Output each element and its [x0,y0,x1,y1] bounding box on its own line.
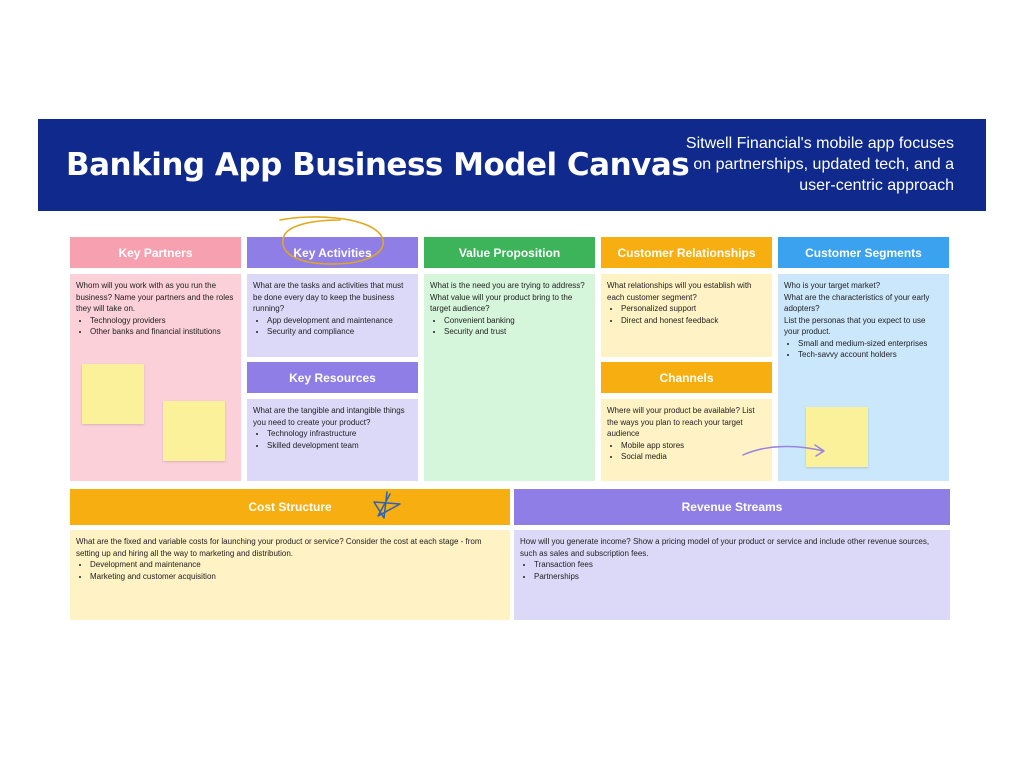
customer-segments-title: Customer Segments [805,245,922,260]
value-proposition-prompt: What is the need you are trying to addre… [430,281,585,313]
value-proposition-title: Value Proposition [458,245,561,260]
customer-segments-prompt-2: What are the characteristics of your ear… [784,292,930,314]
list-item: Small and medium-sized enterprises [798,338,943,350]
value-proposition-list: Convenient banking Security and trust [430,315,589,338]
key-activities-prompt: What are the tasks and activities that m… [253,281,404,313]
cost-structure-header: Cost Structure [70,489,510,525]
list-item: App development and maintenance [267,315,412,327]
list-item: Convenient banking [444,315,589,327]
list-item: Other banks and financial institutions [90,326,235,338]
key-partners-box[interactable]: Whom will you work with as you run the b… [70,274,241,481]
key-resources-list: Technology infrastructure Skilled develo… [253,428,412,451]
key-resources-box[interactable]: What are the tangible and intangible thi… [247,399,418,481]
value-proposition-box[interactable]: What is the need you are trying to addre… [424,274,595,481]
customer-segments-prompt-3: List the personas that you expect to use… [784,315,926,337]
value-proposition-header: Value Proposition [424,237,595,268]
title-banner: Banking App Business Model Canvas Sitwel… [38,119,986,211]
customer-relationships-title: Customer Relationships [617,245,756,260]
list-item: Marketing and customer acquisition [90,571,504,583]
revenue-streams-box[interactable]: How will you generate income? Show a pri… [514,530,950,620]
key-resources-prompt: What are the tangible and intangible thi… [253,406,405,427]
list-item: Technology providers [90,315,235,327]
customer-segments-header: Customer Segments [778,237,949,268]
page-subtitle: Sitwell Financial's mobile app focuses o… [685,135,954,194]
key-activities-header: Key Activities [247,237,418,268]
page-title: Banking App Business Model Canvas [66,147,690,183]
revenue-streams-title: Revenue Streams [681,500,783,514]
customer-segments-prompt-1: Who is your target market? [784,281,881,290]
cost-structure-title: Cost Structure [248,500,332,514]
list-item: Direct and honest feedback [621,315,766,327]
sticky-note[interactable] [806,407,868,467]
list-item: Security and trust [444,326,589,338]
key-partners-title: Key Partners [118,245,193,260]
cost-structure-prompt: What are the fixed and variable costs fo… [76,537,482,558]
list-item: Technology infrastructure [267,428,412,440]
list-item: Partnerships [534,571,944,583]
channels-title: Channels [659,370,714,385]
channels-box[interactable]: Where will your product be available? Li… [601,399,772,481]
revenue-streams-list: Transaction fees Partnerships [520,559,944,582]
revenue-streams-prompt: How will you generate income? Show a pri… [520,537,930,558]
key-partners-prompt: Whom will you work with as you run the b… [76,281,234,313]
cost-structure-box[interactable]: What are the fixed and variable costs fo… [70,530,510,620]
sticky-note[interactable] [82,364,144,424]
list-item: Security and compliance [267,326,412,338]
key-activities-list: App development and maintenance Security… [253,315,412,338]
cost-structure-list: Development and maintenance Marketing an… [76,559,504,582]
list-item: Personalized support [621,303,766,315]
list-item: Tech-savvy account holders [798,349,943,361]
channels-header: Channels [601,362,772,393]
key-partners-header: Key Partners [70,237,241,268]
list-item: Skilled development team [267,440,412,452]
key-resources-header: Key Resources [247,362,418,393]
key-partners-list: Technology providers Other banks and fin… [76,315,235,338]
channels-prompt: Where will your product be available? Li… [607,406,755,438]
list-item: Development and maintenance [90,559,504,571]
key-resources-title: Key Resources [289,370,376,385]
list-item: Mobile app stores [621,440,766,452]
key-activities-title: Key Activities [293,245,372,260]
customer-segments-box[interactable]: Who is your target market? What are the … [778,274,949,481]
key-activities-box[interactable]: What are the tasks and activities that m… [247,274,418,357]
customer-relationships-header: Customer Relationships [601,237,772,268]
list-item: Social media [621,451,766,463]
channels-list: Mobile app stores Social media [607,440,766,463]
customer-relationships-prompt: What relationships will you establish wi… [607,281,752,302]
customer-relationships-list: Personalized support Direct and honest f… [607,303,766,326]
customer-segments-list: Small and medium-sized enterprises Tech-… [784,338,943,361]
list-item: Transaction fees [534,559,944,571]
sticky-note[interactable] [163,401,225,461]
revenue-streams-header: Revenue Streams [514,489,950,525]
customer-relationships-box[interactable]: What relationships will you establish wi… [601,274,772,357]
